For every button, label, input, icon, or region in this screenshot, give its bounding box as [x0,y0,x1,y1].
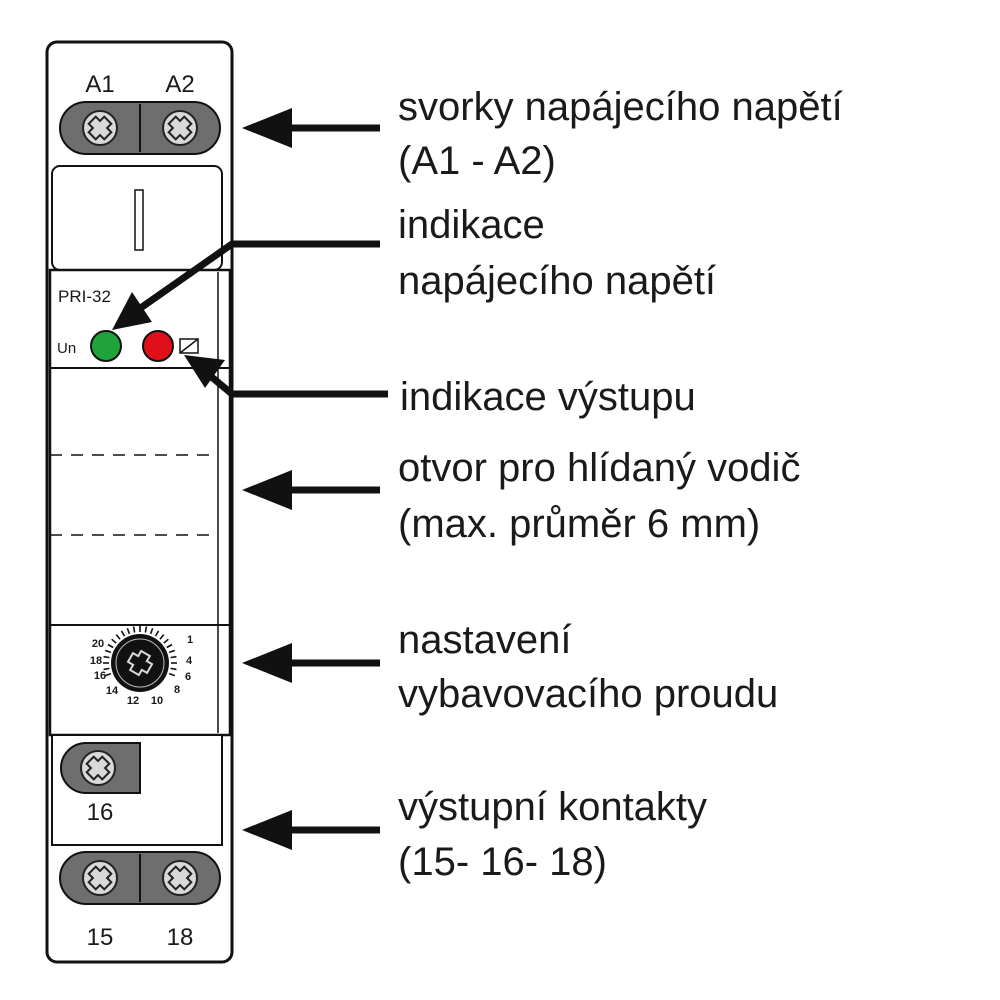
terminal-label-16: 16 [87,799,114,826]
terminal-label-a2: A2 [165,71,194,98]
contact-terminal-block [59,851,221,905]
dial-tick [168,649,176,654]
dial-tick [132,626,136,633]
dial-mark-10: 10 [151,695,163,707]
output-led [142,330,174,362]
relay-coil-icon [179,338,199,354]
arrow-left-icon [242,470,380,510]
callout-supply-indication-line2: napájecího napětí [398,259,716,303]
dial-mark-4: 4 [186,655,193,667]
callout-output-contacts-line2: (15- 16- 18) [398,840,607,884]
relay-device: A1 A2 PRI-32 Un [45,40,234,964]
terminal-label-18: 18 [167,924,194,951]
dial-tick [170,655,177,659]
dial-tick [107,643,114,649]
callout-labels: svorky napájecího napětí (A1 - A2) indik… [398,85,843,884]
dial-tick [103,667,110,671]
supply-terminal-block [59,101,221,155]
screw-icon [162,860,198,896]
arrow-left-icon [242,643,380,683]
dial-tick [149,627,154,635]
dial-mark-12: 12 [127,695,139,707]
dial-mark-16: 16 [94,670,106,682]
callout-trip-current-line1: nastavení [398,618,571,662]
dial-tick [120,630,126,637]
arrow-bent-icon [112,240,380,330]
dial-tick [170,667,177,671]
model-label: PRI-32 [58,287,111,306]
callout-supply-terminals-line1: svorky napájecího napětí [398,85,843,129]
screw-icon [162,110,198,146]
dial-mark-18: 18 [90,655,102,667]
dial-tick [104,672,112,677]
callout-arrows [112,108,388,850]
contact-terminal-16 [60,742,141,794]
cover-slot [134,189,144,251]
dial-tick [126,627,131,635]
dial-tick [154,630,160,637]
conductor-hole [50,454,218,536]
dial-mark-8: 8 [174,684,180,696]
dial-tick [103,655,110,659]
dial-screw-icon [126,649,154,677]
dial-tick [163,638,169,644]
screw-icon [80,750,116,786]
callout-supply-indication-line1: indikace [398,203,545,247]
dial-tick [166,643,173,649]
screw-icon [82,110,118,146]
dial-tick [104,649,112,654]
callout-supply-terminals-line2: (A1 - A2) [398,139,556,183]
led-power-label: Un [57,340,76,357]
power-led [90,330,122,362]
callout-output-contacts-line1: výstupní kontakty [398,785,707,829]
dial-tick [111,638,117,644]
arrow-bent-icon [184,355,388,398]
arrow-left-icon [242,810,380,850]
callout-conductor-hole-line1: otvor pro hlídaný vodič [398,446,800,490]
dial-mark-1: 1 [187,634,193,646]
dial-tick [159,634,165,640]
terminal-label-a1: A1 [85,71,114,98]
callout-conductor-hole-line2: (max. průměr 6 mm) [398,502,760,546]
trip-current-dial[interactable]: 20 1 18 4 16 6 14 8 12 10 [90,626,193,707]
dial-mark-6: 6 [185,671,191,683]
dial-tick [115,634,121,640]
dial-tick [168,672,176,677]
screw-icon [82,860,118,896]
dial-mark-14: 14 [106,685,119,697]
callout-output-indication: indikace výstupu [400,375,696,419]
dial-tick [144,626,148,633]
dial-mark-20: 20 [92,638,104,650]
terminal-label-15: 15 [87,924,114,951]
callout-trip-current-line2: vybavovacího proudu [398,672,778,716]
arrow-left-icon [242,108,380,148]
